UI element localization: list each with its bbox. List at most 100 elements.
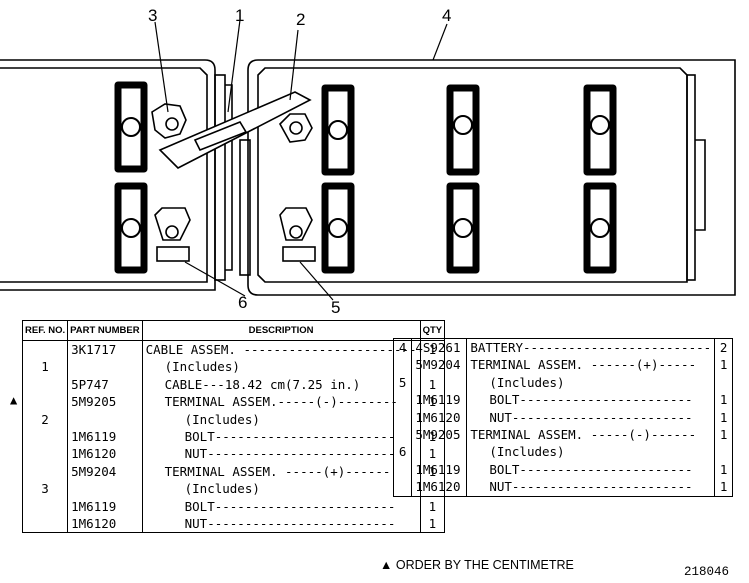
- description-cell: BOLT-----------------------: [489, 461, 693, 477]
- ref-no-cell: [22, 445, 69, 463]
- table-row: 1M6120 NUT------------------------ 1: [393, 408, 733, 427]
- header-ref: REF. NO.: [22, 320, 69, 341]
- ref-no-cell: [22, 375, 69, 394]
- part-number-cell: 1M6119: [67, 428, 143, 446]
- table-row: 1M6120 NUT------------------------ 1: [393, 478, 733, 497]
- description-cell: (Includes): [184, 411, 260, 427]
- description-cell: (Includes): [489, 374, 565, 390]
- ref-no-cell: [393, 356, 413, 374]
- illustration-number: 218046: [684, 565, 730, 579]
- table-row: 5 (Includes): [393, 373, 733, 392]
- quantity-cell: 1: [419, 515, 445, 533]
- part-number-cell: 1M6120: [411, 478, 468, 497]
- callout-2: 2: [296, 10, 306, 29]
- ref-no-cell: [22, 428, 69, 446]
- quantity-cell: 1: [714, 391, 733, 409]
- part-number-cell: [411, 443, 468, 461]
- ref-no-cell: [22, 497, 69, 516]
- ref-no-cell: 1: [22, 358, 69, 376]
- table-row: 1 (Includes): [22, 358, 445, 376]
- battery-illustration: [0, 19, 736, 301]
- header-part-number: PART NUMBER: [67, 320, 143, 341]
- description-cell: TERMINAL ASSEM. -----(+)------: [164, 463, 391, 479]
- part-number-cell: 3K1717: [67, 340, 143, 359]
- part-number-cell: 4S9261: [411, 338, 468, 357]
- table-header-row: REF. NO. PART NUMBER DESCRIPTION QTY: [22, 320, 445, 341]
- table-row: 1M6120 NUT------------------------- 1: [22, 515, 445, 533]
- quantity-cell: 1: [714, 478, 733, 497]
- description-cell: TERMINAL ASSEM. ------(+)-----: [470, 357, 697, 373]
- callout-6: 6: [238, 293, 248, 312]
- callout-3: 3: [148, 6, 158, 25]
- quantity-cell: 1: [419, 497, 445, 516]
- ref-no-cell: 4: [393, 338, 413, 357]
- callout-1: 1: [235, 6, 245, 25]
- quantity-cell: [714, 443, 733, 461]
- footnote: ▲ ORDER BY THE CENTIMETRE: [380, 558, 574, 572]
- table-row: 6(Includes): [393, 443, 733, 461]
- description-cell: NUT------------------------: [489, 409, 693, 425]
- ref-no-cell: [393, 426, 413, 444]
- centimetre-marker: ▲: [10, 393, 18, 407]
- part-number-cell: 1M6120: [67, 445, 143, 463]
- ref-no-cell: 5: [393, 373, 413, 392]
- quantity-cell: 2: [714, 338, 733, 357]
- part-number-cell: [67, 410, 143, 429]
- ref-no-cell: [22, 515, 69, 533]
- part-number-cell: 1M6120: [67, 515, 143, 533]
- table-row: 2 (Includes): [22, 410, 445, 429]
- ref-no-cell: 2: [22, 410, 69, 429]
- part-number-cell: 5M9204: [67, 462, 143, 481]
- footnote-text: ORDER BY THE CENTIMETRE: [395, 558, 574, 572]
- part-number-cell: 1M6119: [67, 497, 143, 516]
- description-cell: NUT-------------------------: [184, 516, 396, 532]
- description-cell: CABLE---18.42 cm(7.25 in.): [164, 376, 361, 392]
- callout-4: 4: [442, 6, 452, 25]
- ref-no-cell: [393, 478, 413, 497]
- quantity-cell: 1: [714, 460, 733, 479]
- ref-no-cell: [22, 340, 69, 359]
- cell-cap: [114, 81, 148, 173]
- quantity-cell: [714, 373, 733, 392]
- ref-no-cell: [393, 391, 413, 409]
- ref-no-cell: [393, 408, 413, 427]
- description-cell: NUT------------------------: [489, 479, 693, 495]
- part-number-cell: 1M6120: [411, 408, 468, 427]
- ref-no-cell: 6: [393, 443, 413, 461]
- part-number-cell: 1M6119: [411, 391, 468, 409]
- description-cell: TERMINAL ASSEM.-----(-)--------: [164, 394, 398, 410]
- quantity-cell: 1: [714, 426, 733, 444]
- table-row: 3 (Includes): [22, 480, 445, 498]
- part-number-cell: 5P747: [67, 375, 143, 394]
- part-number-cell: 5M9205: [411, 426, 468, 444]
- part-number-cell: [67, 480, 143, 498]
- part-number-cell: 1M6119: [411, 460, 468, 479]
- description-cell: BOLT------------------------: [184, 498, 396, 514]
- quantity-cell: 1: [714, 356, 733, 374]
- description-cell: (Includes): [184, 481, 260, 497]
- ref-no-cell: [22, 462, 69, 481]
- ref-no-cell: 3: [22, 480, 69, 498]
- description-cell: (Includes): [164, 359, 240, 375]
- ref-no-cell: [393, 460, 413, 479]
- parts-table-left: REF. NO. PART NUMBER DESCRIPTION QTY 3K1…: [22, 320, 446, 534]
- part-number-cell: [67, 358, 143, 376]
- callout-5: 5: [331, 298, 341, 317]
- quantity-cell: 1: [714, 408, 733, 427]
- ref-no-cell: [22, 393, 69, 411]
- description-cell: BATTERY-------------------------: [470, 340, 712, 355]
- description-cell: NUT-------------------------: [184, 446, 396, 462]
- description-cell: CABLE ASSEM. -----------------------: [145, 342, 417, 357]
- table-row: 1M6119 BOLT----------------------- 1: [393, 460, 733, 479]
